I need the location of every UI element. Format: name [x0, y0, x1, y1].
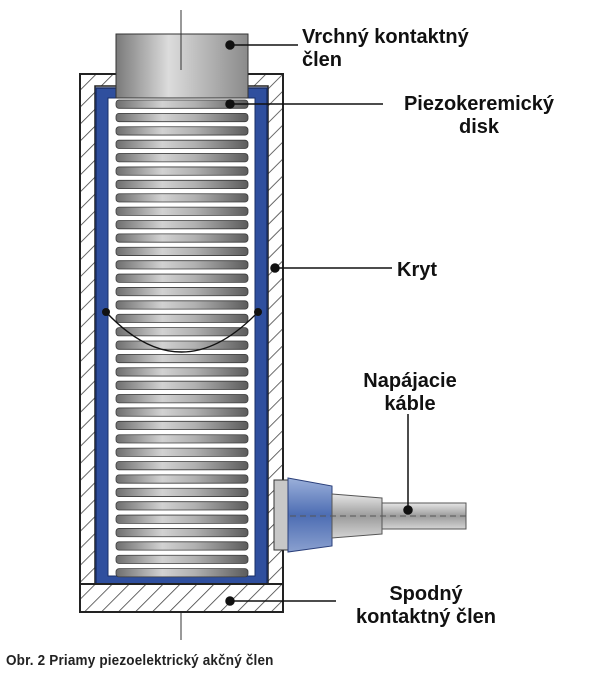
label-power-cables: Napájacie káble — [363, 370, 457, 415]
piezo-disk — [115, 461, 249, 471]
label-piezo-disk: Piezokeremický disk — [403, 93, 555, 138]
figure-caption: Obr. 2 Priamy piezoelektrický akčný člen — [6, 652, 274, 669]
cable-assembly — [273, 477, 470, 553]
piezo-disk — [115, 327, 249, 337]
piezo-disk — [115, 528, 249, 538]
label-top-contact-member: Vrchný kontaktný člen — [302, 26, 469, 71]
piezo-disk — [115, 193, 249, 203]
bottom-contact-member — [79, 583, 284, 613]
piezo-disk — [115, 420, 249, 431]
piezo-disk — [115, 487, 249, 497]
piezo-disk — [115, 273, 249, 283]
piezo-disk — [115, 166, 249, 176]
piezo-disk — [115, 220, 249, 230]
stack-arc — [105, 311, 259, 353]
label-bottom-contact-member: Spodný kontaktný člen — [355, 583, 497, 628]
arc-dot-left — [102, 308, 110, 316]
piezo-disk — [115, 568, 249, 578]
piezo-disk — [115, 246, 249, 256]
leader-lines — [225, 40, 413, 606]
piezo-disk — [115, 179, 249, 190]
piezo-disk — [115, 300, 249, 310]
piezo-disk — [115, 206, 249, 216]
piezo-disk — [115, 554, 249, 564]
label-housing: Kryt — [397, 259, 438, 281]
piezo-disk — [115, 313, 249, 323]
piezo-disk — [115, 501, 249, 511]
piezo-disk — [115, 474, 249, 484]
piezo-disk-stack — [115, 99, 249, 578]
arc-dot-right — [254, 308, 262, 316]
piezo-disk — [115, 380, 249, 390]
piezo-disk — [115, 353, 249, 364]
piezo-disk — [115, 541, 249, 551]
piezo-disk — [115, 233, 249, 243]
piezo-disk — [115, 367, 249, 377]
piezo-disk — [115, 407, 249, 417]
piezo-disk — [115, 153, 249, 163]
piezo-disk — [115, 126, 249, 136]
piezo-disk — [115, 260, 249, 270]
piezo-disk — [115, 112, 249, 123]
piezo-disk — [115, 514, 249, 524]
piezo-disk — [115, 447, 249, 457]
piezo-disk — [115, 434, 249, 444]
piezo-disk — [115, 139, 249, 149]
piezo-disk — [115, 340, 249, 350]
piezo-disk — [115, 394, 249, 404]
piezo-disk — [115, 287, 249, 297]
